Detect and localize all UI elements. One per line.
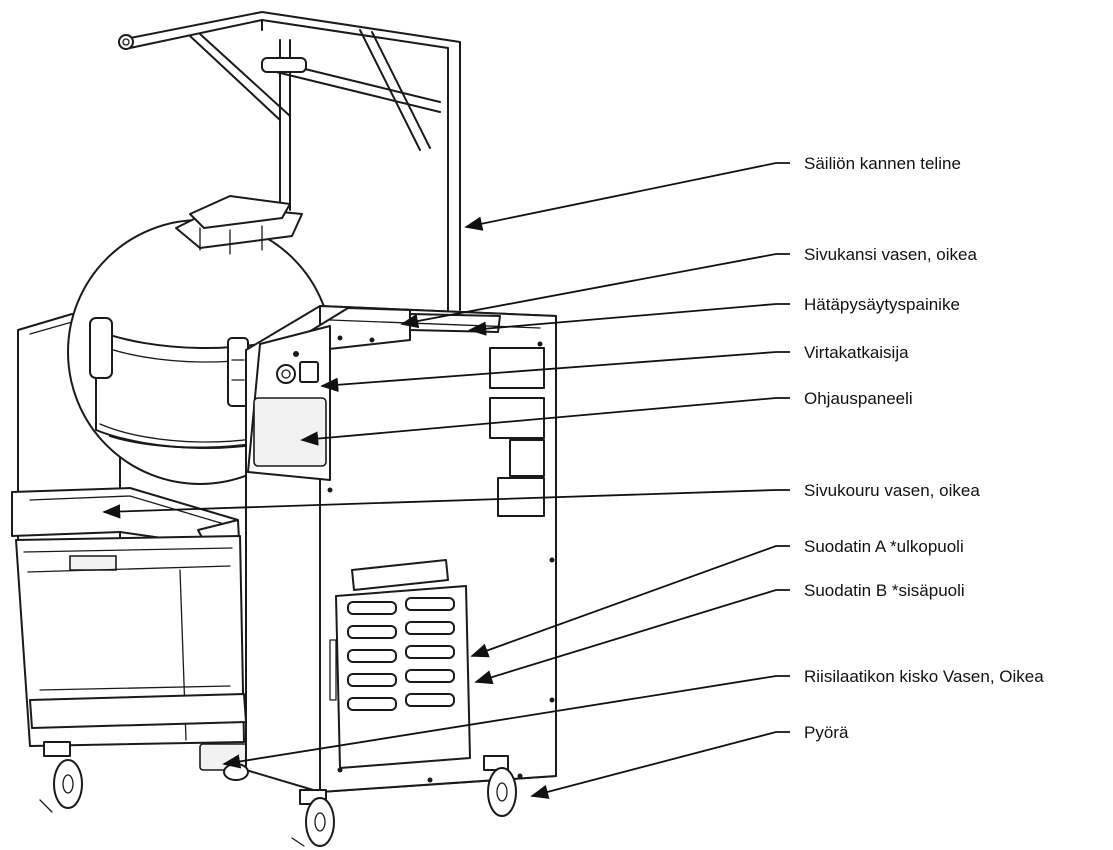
control-panel-face xyxy=(247,325,331,481)
leader-side-chute xyxy=(102,489,790,519)
label-filter-a: Suodatin A *ulkopuoli xyxy=(804,537,964,556)
leader-filter-a xyxy=(470,545,790,658)
leader-side-cover xyxy=(400,253,790,329)
callout-labels: Säiliön kannen teline Sivukansi vasen, o… xyxy=(804,154,1044,742)
wheels xyxy=(39,741,517,847)
leader-emergency-stop xyxy=(468,303,790,336)
label-emergency-stop: Hätäpysäytyspainike xyxy=(804,295,960,314)
leader-power-switch xyxy=(320,351,790,392)
label-control-panel: Ohjauspaneeli xyxy=(804,389,913,408)
label-power-switch: Virtakatkaisija xyxy=(804,343,909,362)
leader-lines xyxy=(102,162,790,799)
label-wheel: Pyörä xyxy=(804,723,849,742)
lid-holder-frame xyxy=(118,11,461,311)
label-side-cover: Sivukansi vasen, oikea xyxy=(804,245,977,264)
filter-plate xyxy=(329,559,471,769)
leader-wheel xyxy=(530,731,790,799)
leader-control-panel xyxy=(300,397,790,446)
machine-illustration xyxy=(11,11,557,847)
label-filter-b: Suodatin B *sisäpuoli xyxy=(804,581,965,600)
leader-filter-b xyxy=(474,589,790,685)
label-rice-box-rail: Riisilaatikon kisko Vasen, Oikea xyxy=(804,667,1044,686)
label-side-chute: Sivukouru vasen, oikea xyxy=(804,481,980,500)
label-lid-holder: Säiliön kannen teline xyxy=(804,154,961,173)
leader-rice-box-rail xyxy=(222,675,790,769)
rice-box xyxy=(15,535,249,771)
leader-lid-holder xyxy=(464,162,790,231)
